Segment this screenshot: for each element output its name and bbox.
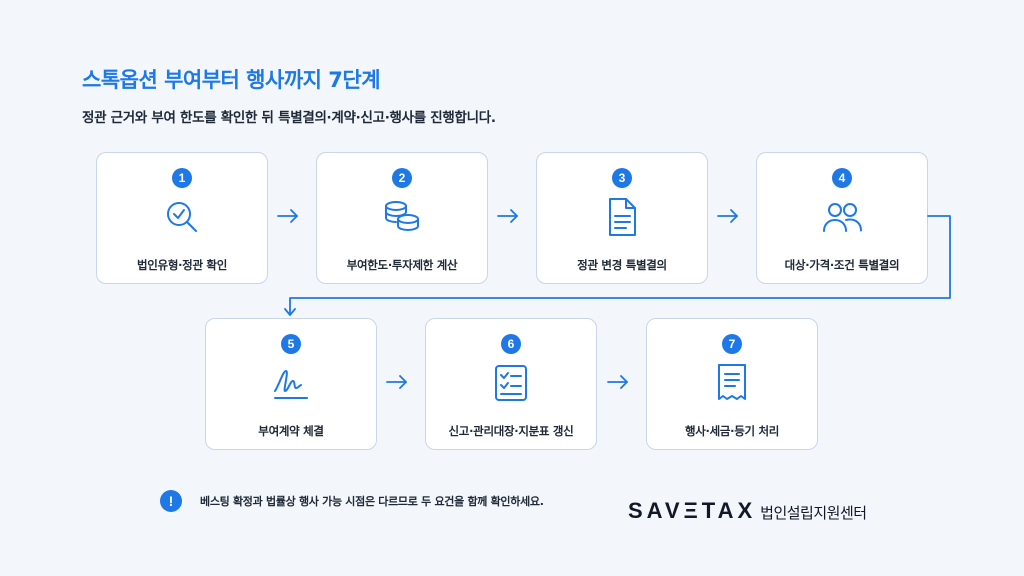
arrow-right-icon [277,209,298,223]
step-label: 부여한도·투자제한 계산 [346,258,458,272]
signature-icon [274,370,308,399]
step-card-2: 2 부여한도·투자제한 계산 [316,152,488,284]
arrow-right-icon [607,375,628,389]
notice-text: 베스팅 확정과 법률상 행사 가능 시점은 다르므로 두 요건을 함께 확인하세… [200,495,544,508]
step-number-badge: 2 [392,168,412,188]
step-card-6: 6 신고·관리대장·지분표 갱신 [425,318,597,450]
step-card-7: 7 행사·세금·등기 처리 [646,318,818,450]
arrow-right-icon [497,209,518,223]
step-number-badge: 7 [722,334,742,354]
step-number-badge: 6 [501,334,521,354]
page-title: 스톡옵션 부여부터 행사까지 7단계 [82,68,381,92]
brand-wordmark: SAVΞTAX [628,498,757,523]
receipt-icon [718,364,746,400]
document-icon [609,198,636,236]
step-card-5: 5 부여계약 체결 [205,318,377,450]
people-icon [823,203,862,232]
step-card-4: 4 대상·가격·조건 특별결의 [756,152,928,284]
brand-subtitle: 법인설립지원센터 [760,504,867,522]
exclamation-icon: ! [160,490,182,512]
arrow-right-icon [717,209,738,223]
step-label: 법인유형·정관 확인 [136,258,227,272]
coin-stack-icon [385,201,419,231]
step-label: 정관 변경 특별결의 [577,258,667,272]
step-card-3: 3 정관 변경 특별결의 [536,152,708,284]
checklist-icon [495,365,527,401]
page-subtitle: 정관 근거와 부여 한도를 확인한 뒤 특별결의·계약·신고·행사를 진행합니다… [82,110,496,126]
brand-logo: SAVΞTAX 법인설립지원센터 [628,498,867,524]
notice-banner: ! 베스팅 확정과 법률상 행사 가능 시점은 다르므로 두 요건을 함께 확인… [160,490,544,512]
step-number-badge: 1 [172,168,192,188]
step-label: 신고·관리대장·지분표 갱신 [448,424,574,438]
step-number-badge: 3 [612,168,632,188]
step-number-badge: 5 [281,334,301,354]
step-label: 부여계약 체결 [258,424,324,438]
step-number-badge: 4 [832,168,852,188]
step-label: 대상·가격·조건 특별결의 [784,258,900,272]
magnifier-check-icon [167,202,197,232]
arrow-right-icon [386,375,407,389]
step-label: 행사·세금·등기 처리 [684,424,780,438]
step-card-1: 1 법인유형·정관 확인 [96,152,268,284]
